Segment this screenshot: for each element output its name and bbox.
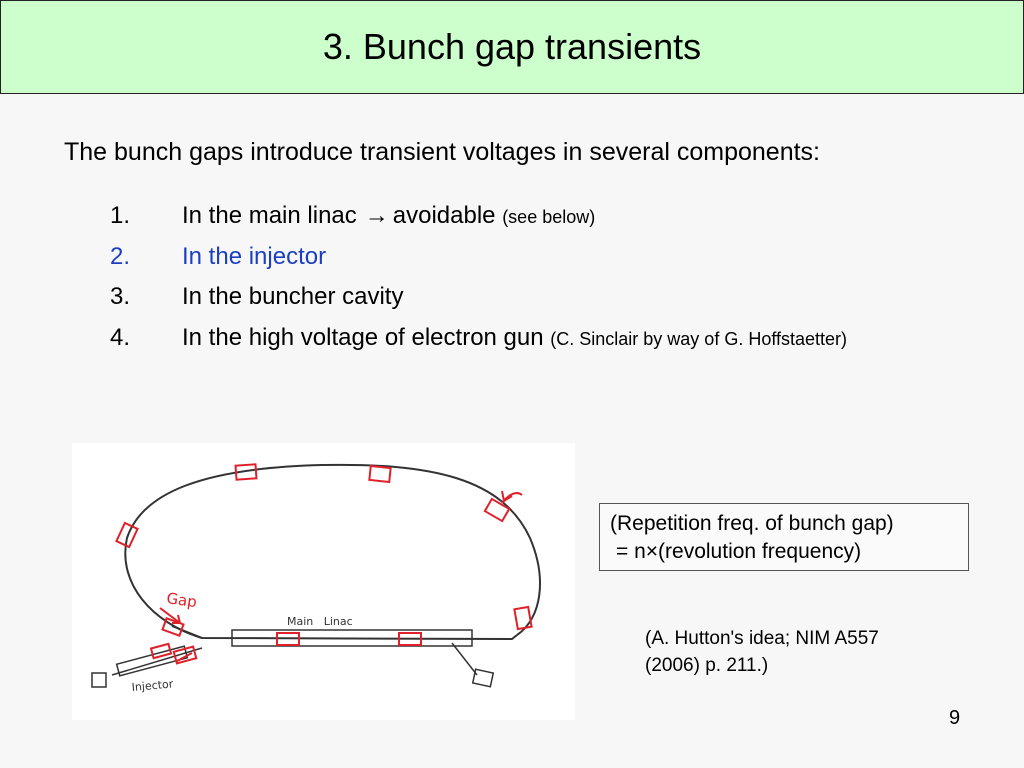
linac-box <box>231 629 473 647</box>
injector-label: Injector <box>131 677 174 694</box>
gap-arrow <box>159 607 181 624</box>
list-note: (see below) <box>502 207 596 227</box>
list-item: 3. In the buncher cavity <box>110 283 847 324</box>
list-item: 1. In the main linac → avoidable (see be… <box>110 202 847 243</box>
slide-title: 3. Bunch gap transients <box>322 26 702 67</box>
straight-path <box>171 625 518 641</box>
list-number: 1. <box>110 202 131 229</box>
list-extra: avoidable <box>392 202 496 229</box>
list-number: 2. <box>110 242 131 270</box>
ring-path <box>124 463 541 639</box>
list-item-highlighted: 2. In the injector <box>110 243 847 284</box>
intro-text: The bunch gaps introduce transient volta… <box>64 138 821 166</box>
reference-text: (A. Hutton's idea; NIM A557 (2006) p. 21… <box>645 625 945 679</box>
repetition-note-box: (Repetition freq. of bunch gap) = n×(rev… <box>599 503 969 571</box>
reference-line-2: (2006) p. 211.) <box>645 655 769 676</box>
list-note: (C. Sinclair by way of G. Hoffstaetter) <box>550 328 848 349</box>
dump-box <box>471 668 495 688</box>
sketch-drawing: Gap Main Linac Injector <box>91 463 541 694</box>
reference-line-1: (A. Hutton's idea; NIM A557 <box>645 628 879 649</box>
accelerator-sketch: Gap Main Linac Injector <box>72 443 575 720</box>
gap-label: Gap <box>165 589 198 611</box>
list-text: In the high voltage of electron gun <box>182 323 544 351</box>
linac-label: Main Linac <box>287 615 353 628</box>
injector-line <box>111 647 203 676</box>
list-text: In the main linac <box>182 202 357 229</box>
list-text: In the injector <box>182 242 327 270</box>
note-line-2: = n×(revolution frequency) <box>616 540 862 563</box>
component-list: 1. In the main linac → avoidable (see be… <box>110 202 847 364</box>
list-number: 3. <box>110 283 131 310</box>
cavity-markers <box>115 463 533 665</box>
list-item: 4. In the high voltage of electron gun (… <box>110 324 847 365</box>
gun-box <box>91 672 107 688</box>
injector-box <box>115 645 189 677</box>
page-number: 9 <box>949 707 961 729</box>
note-line-1: (Repetition freq. of bunch gap) <box>610 512 894 535</box>
injector-arrow <box>176 652 193 662</box>
dump-line <box>451 642 478 676</box>
title-bar: 3. Bunch gap transients <box>0 0 1024 94</box>
list-number: 4. <box>110 323 131 351</box>
right-arrow-icon: → <box>364 202 389 229</box>
list-text: In the buncher cavity <box>182 283 404 310</box>
